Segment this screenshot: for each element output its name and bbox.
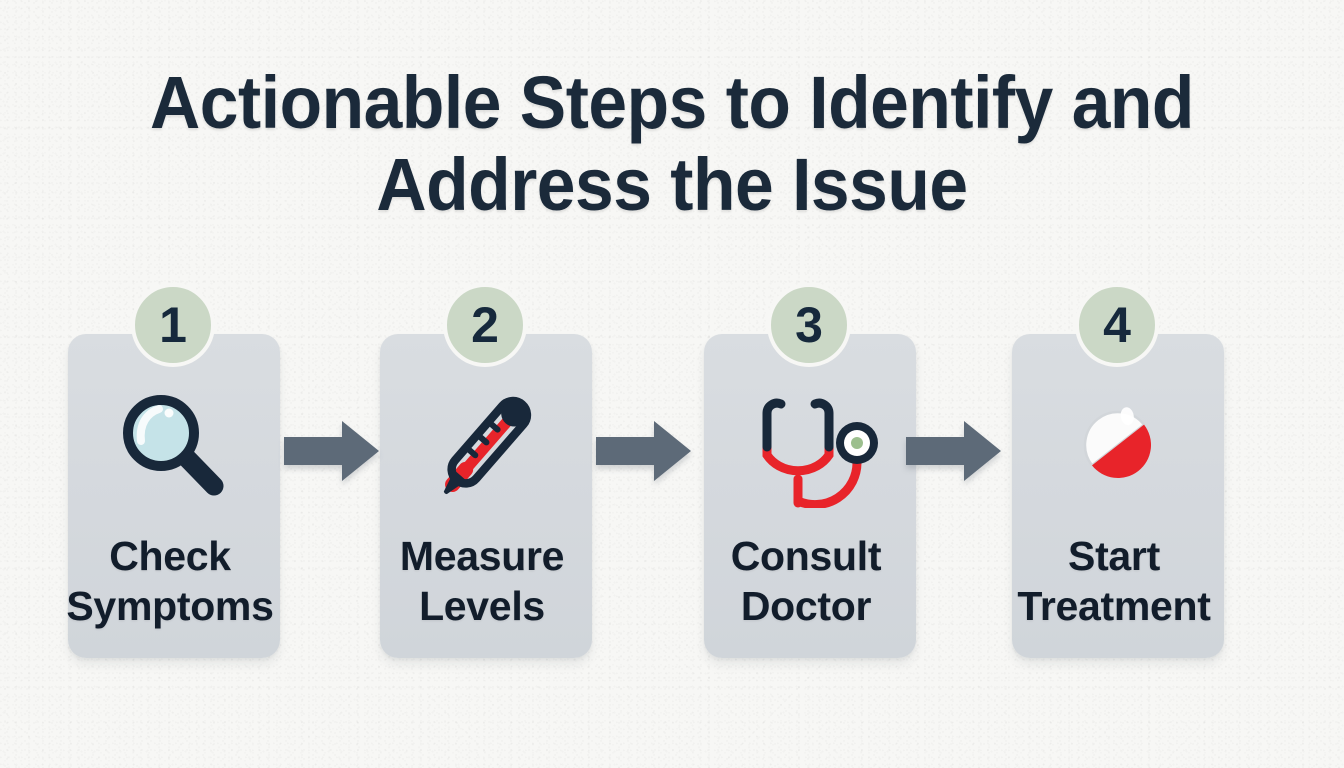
step-card-1[interactable]: 1 Check Symptoms — [64, 283, 282, 678]
step-number-badge-1: 1 — [131, 283, 215, 367]
magnifying-glass-icon — [68, 378, 280, 513]
step-number-badge-2: 2 — [443, 283, 527, 367]
step-card-background-4 — [1012, 334, 1224, 658]
step-number-badge-4: 4 — [1075, 283, 1159, 367]
step-number-badge-3: 3 — [767, 283, 851, 367]
pill-capsule-icon — [1012, 378, 1224, 513]
page-title: Actionable Steps to Identify and Address… — [150, 61, 1194, 226]
step-label-4: Start Treatment — [1017, 533, 1211, 629]
step-card-4[interactable]: 4 Start Treatment — [1008, 283, 1226, 678]
arrow-step2-to-step3 — [596, 420, 692, 482]
arrow-step3-to-step4 — [906, 420, 1002, 482]
step-label-1: Check Symptoms — [66, 533, 274, 629]
stethoscope-icon — [704, 378, 916, 513]
thermometer-icon — [380, 378, 592, 513]
step-label-2: Measure Levels — [399, 533, 565, 629]
arrow-step1-to-step2 — [284, 420, 380, 482]
step-label-3: Consult Doctor — [730, 533, 882, 629]
step-card-background-3 — [704, 334, 916, 658]
step-card-background-1 — [68, 334, 280, 658]
step-card-2[interactable]: 2 — [376, 283, 594, 678]
step-card-3[interactable]: 3 — [700, 283, 918, 678]
steps-flow: 1 Check Symptoms 2 — [0, 283, 1344, 683]
step-card-background-2 — [380, 334, 592, 658]
